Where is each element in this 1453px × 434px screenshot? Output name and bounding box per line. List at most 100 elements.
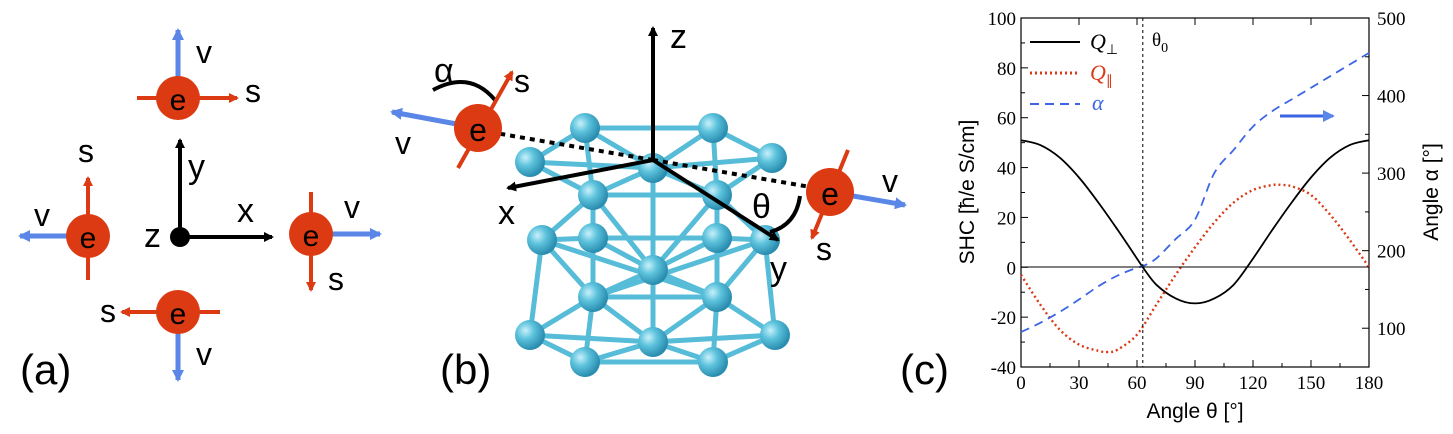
legend-label-alpha: α bbox=[1092, 90, 1104, 115]
atom bbox=[702, 223, 732, 253]
y2-axis-label: Angle α [°] bbox=[1420, 143, 1443, 241]
electron bbox=[66, 214, 110, 258]
panel-a-z-label: z bbox=[144, 217, 161, 255]
bond bbox=[590, 237, 768, 300]
theta0-label: θ0 bbox=[1152, 30, 1168, 56]
theta-label: θ bbox=[752, 188, 771, 226]
y-tick-label: 100 bbox=[988, 9, 1017, 30]
velocity-label: v bbox=[196, 336, 212, 372]
panel-b-y-axis bbox=[651, 158, 780, 242]
bond bbox=[762, 237, 778, 338]
x-tick-label: 30 bbox=[1070, 373, 1089, 394]
atom bbox=[702, 282, 732, 312]
x-tick-label: 180 bbox=[1355, 373, 1384, 394]
atom bbox=[578, 282, 608, 312]
panel-b-x-label: x bbox=[498, 194, 515, 232]
electron bbox=[289, 212, 333, 256]
electron-label: e bbox=[469, 112, 487, 148]
panel-b-label: (b) bbox=[440, 346, 491, 393]
x-tick-label: 60 bbox=[1128, 373, 1147, 394]
plot-frame bbox=[1020, 17, 1370, 368]
atom bbox=[702, 180, 732, 210]
bond bbox=[539, 237, 720, 300]
spin-label: s bbox=[100, 293, 116, 329]
atom bbox=[515, 320, 545, 350]
velocity-label: v bbox=[882, 163, 898, 199]
y-tick-label: -40 bbox=[991, 358, 1016, 379]
y2-tick-label: 400 bbox=[1377, 87, 1406, 108]
panel-a-electron-top: e v s bbox=[137, 28, 261, 120]
velocity-label: v bbox=[395, 125, 411, 161]
y-tick-label: 20 bbox=[997, 208, 1016, 229]
y2-tick-label: 100 bbox=[1377, 319, 1406, 340]
atomic-cluster bbox=[515, 113, 790, 377]
x-tick-label: 90 bbox=[1186, 373, 1205, 394]
legend: Q⊥ Q∥ α bbox=[1030, 29, 1118, 115]
velocity-label: v bbox=[34, 197, 50, 233]
y2-tick-label: 500 bbox=[1377, 9, 1406, 30]
spin-label: s bbox=[78, 133, 94, 169]
electron bbox=[454, 104, 502, 152]
electron bbox=[156, 76, 200, 120]
electron bbox=[156, 290, 200, 334]
atom bbox=[570, 113, 600, 143]
alpha-arc bbox=[432, 80, 497, 102]
panel-a-x-label: x bbox=[237, 192, 254, 230]
panel-a-y-label: y bbox=[188, 148, 205, 186]
bond bbox=[650, 332, 778, 345]
atom bbox=[570, 347, 600, 377]
bond bbox=[527, 237, 545, 338]
electron-label: e bbox=[170, 298, 187, 331]
bond bbox=[650, 155, 775, 171]
panel-a-electron-bottom: e s v bbox=[100, 290, 220, 382]
atom bbox=[760, 320, 790, 350]
legend-label-q-perp: Q⊥ bbox=[1090, 29, 1118, 58]
electron bbox=[806, 168, 854, 216]
panel-b-z-label: z bbox=[670, 18, 687, 56]
legend-label-q-par: Q∥ bbox=[1090, 60, 1113, 89]
panel-b-electron-right: e v s bbox=[806, 149, 907, 267]
y-tick-label: 80 bbox=[997, 59, 1016, 80]
x-tick-label: 150 bbox=[1297, 373, 1326, 394]
electron-label: e bbox=[80, 222, 97, 255]
atom bbox=[527, 225, 557, 255]
panel-b-x-axis bbox=[506, 158, 654, 192]
series-q-perp-line bbox=[1020, 139, 1370, 305]
spin-label: s bbox=[514, 63, 530, 99]
electron-label: e bbox=[821, 176, 839, 212]
bond bbox=[590, 192, 656, 273]
velocity-label: v bbox=[196, 34, 212, 70]
electron-label: e bbox=[170, 84, 187, 117]
spin-label: s bbox=[245, 73, 261, 109]
bond bbox=[650, 192, 720, 273]
x-axis-label: Angle θ [°] bbox=[1146, 400, 1243, 423]
velocity-label: v bbox=[344, 189, 360, 225]
panel-a-z-axis-dot bbox=[170, 227, 190, 247]
atom bbox=[698, 347, 728, 377]
atom bbox=[638, 255, 668, 285]
panel-b-electron-left: e v s bbox=[390, 63, 530, 169]
panel-a-label: (a) bbox=[20, 346, 71, 393]
bond bbox=[527, 332, 656, 345]
electron-label: e bbox=[303, 220, 320, 253]
y-tick-label: -20 bbox=[991, 308, 1016, 329]
spin-label: s bbox=[328, 261, 344, 297]
atom bbox=[578, 180, 608, 210]
dotted-line-alpha bbox=[477, 128, 654, 162]
alpha-label: α bbox=[434, 52, 454, 90]
y-axis-label: SHC [ħ/e S/cm] bbox=[956, 120, 979, 265]
panel-b-y-label: y bbox=[770, 250, 787, 288]
atom bbox=[698, 113, 728, 143]
atom bbox=[638, 327, 668, 357]
x-tick-label: 0 bbox=[1016, 373, 1026, 394]
y-tick-label: 60 bbox=[997, 109, 1016, 130]
panel-a-electron-right: e v s bbox=[289, 189, 382, 297]
y2-tick-label: 200 bbox=[1377, 242, 1406, 263]
atom bbox=[515, 147, 545, 177]
panel-a: y x z e v s e v s e v s bbox=[18, 28, 382, 393]
series-q-par-line bbox=[1019, 183, 1370, 354]
